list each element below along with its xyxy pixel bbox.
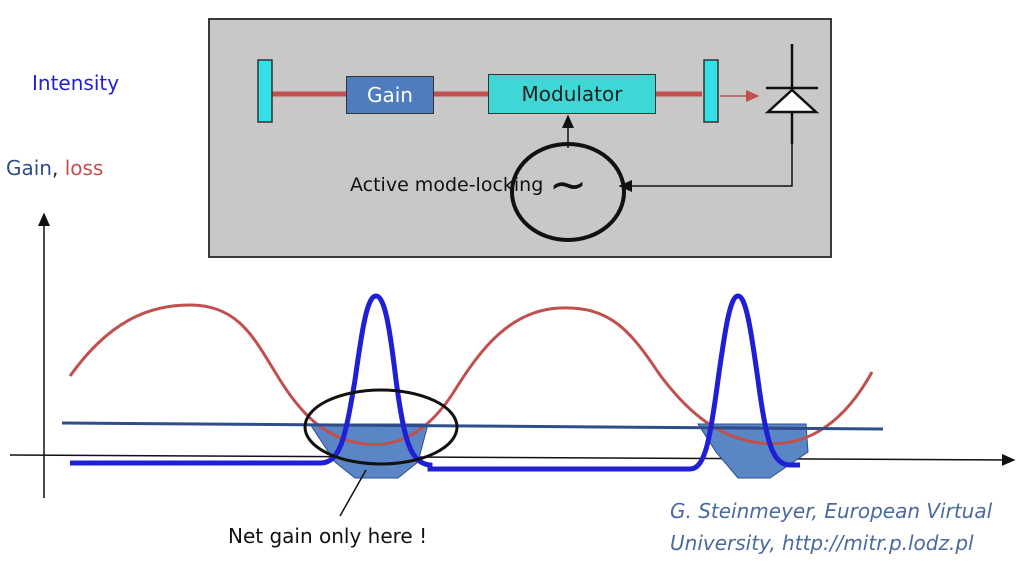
credit-text: G. Steinmeyer, European Virtual Universi… [670,495,992,559]
oscillator-symbol: ~ [549,157,588,211]
laser-cavity-inset: ~ Gain Modulator Active mode-locking [208,18,832,258]
right-mirror [703,59,719,123]
intensity-label: Intensity [32,71,120,95]
gain-label: Gain [6,156,52,180]
credit-line-1: G. Steinmeyer, European Virtual [670,499,993,523]
intensity-pulse-train [70,293,800,472]
gain-loss-label: Gain, loss [6,156,103,180]
gain-line [61,421,884,431]
net-gain-label: Net gain only here ! [228,524,428,548]
active-mode-locking-label: Active mode-locking [350,174,544,196]
loss-curve [68,303,874,447]
credit-line-2: University, http://mitr.p.lodz.pl [670,531,974,555]
comma-label: , [52,156,59,180]
highlight-ellipse [303,388,459,466]
feedback-wire [618,144,793,192]
x-axis [9,453,1016,466]
net-gain-region-2 [697,423,809,479]
net-gain-pointer [339,469,367,517]
gain-medium-block: Gain [346,76,434,114]
loss-label: loss [64,156,104,180]
cavity-schematic: ~ [257,44,820,242]
modulator-block: Modulator [488,74,656,114]
left-mirror [257,59,273,123]
photodiode-icon [764,44,820,144]
